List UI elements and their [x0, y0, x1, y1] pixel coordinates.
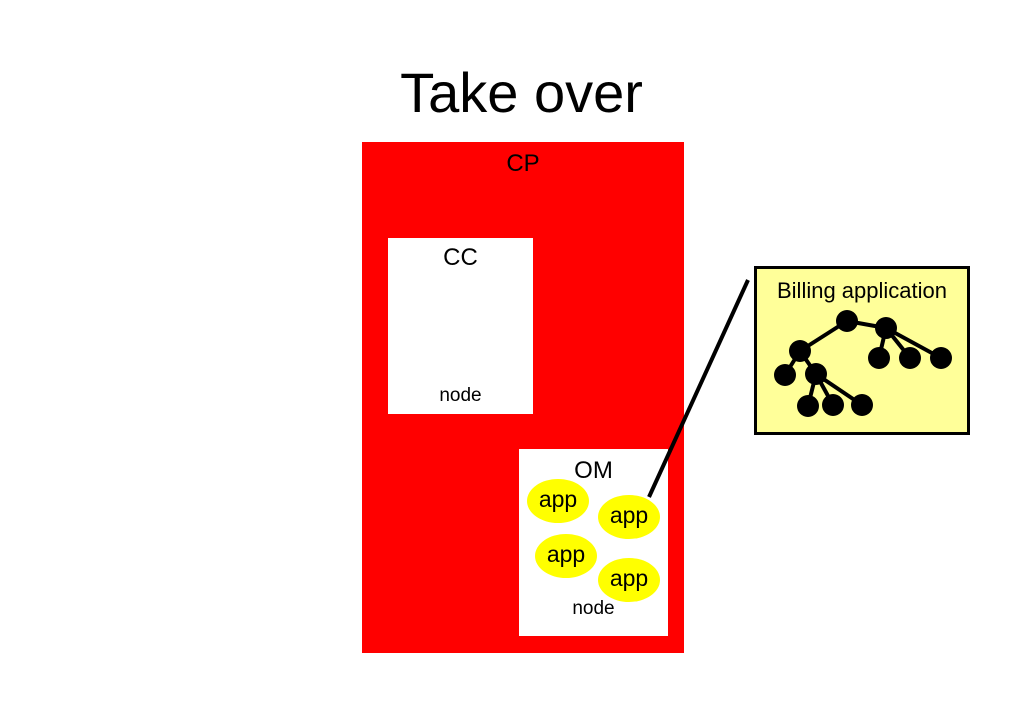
tree-node [805, 363, 827, 385]
tree-node [875, 317, 897, 339]
tree-node [822, 394, 844, 416]
cp-box: CP CC node OM app app app app node [362, 142, 684, 653]
tree-node [868, 347, 890, 369]
tree-nodes [774, 310, 952, 417]
cc-label: CC [443, 244, 478, 271]
tree-node [851, 394, 873, 416]
tree-node [930, 347, 952, 369]
om-node-label: node [572, 598, 615, 619]
slide-title: Take over [400, 61, 643, 124]
app-bubble-3: app [535, 534, 597, 578]
om-label: OM [574, 457, 613, 484]
om-node-box: OM app app app app node [519, 449, 668, 636]
billing-application-label: Billing application [777, 278, 947, 303]
app-bubble-1: app [527, 479, 589, 523]
cc-node-label: node [439, 385, 482, 406]
tree-node [797, 395, 819, 417]
tree-node [789, 340, 811, 362]
app-bubble-4: app [598, 558, 660, 602]
tree-node [899, 347, 921, 369]
billing-tree-diagram [774, 310, 952, 417]
cp-label: CP [506, 150, 540, 177]
app-bubble-2: app [598, 495, 660, 539]
tree-node [774, 364, 796, 386]
tree-node [836, 310, 858, 332]
cc-node-box: CC node [388, 238, 533, 414]
billing-application-box: Billing application [754, 266, 970, 435]
